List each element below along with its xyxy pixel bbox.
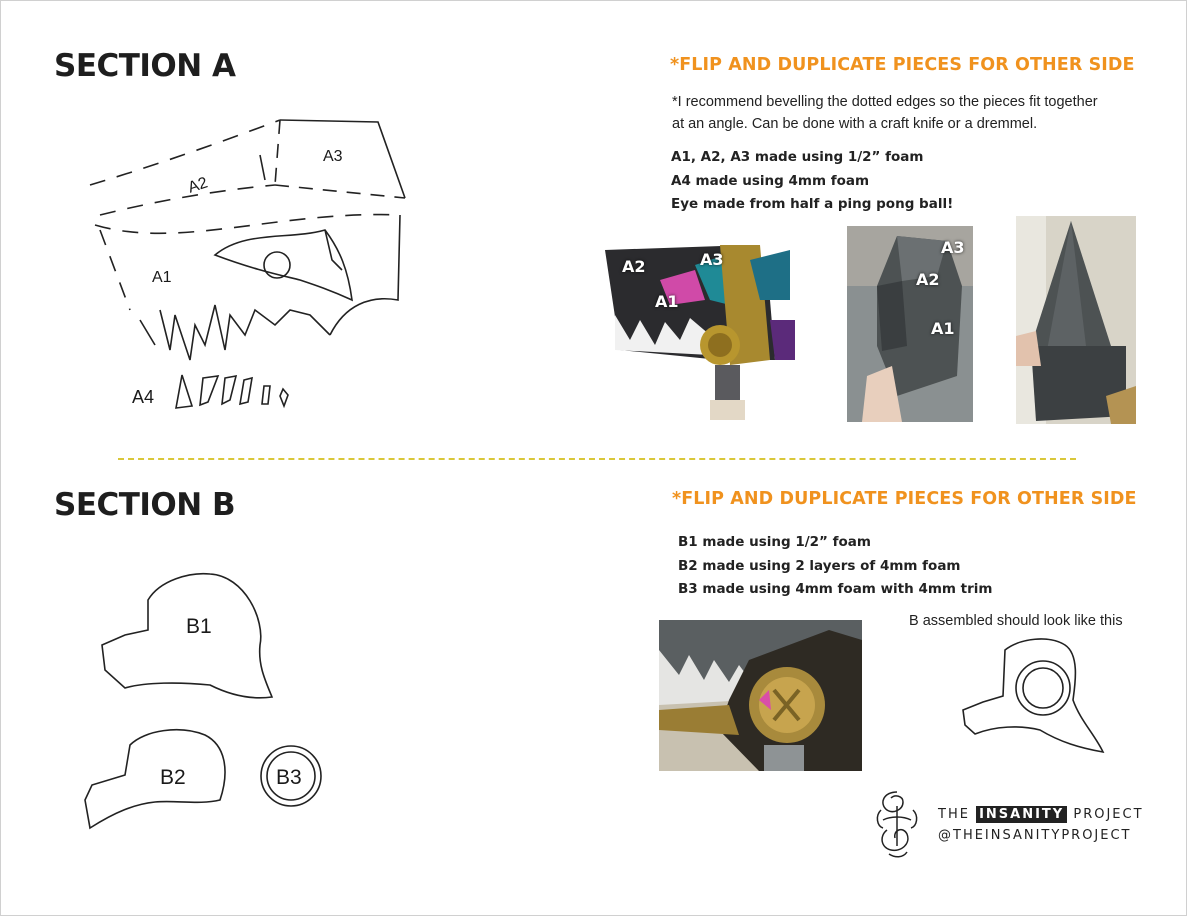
photo-head-front: A3 A2 A1 — [847, 226, 973, 422]
section-b-flip-note: *FLIP AND DUPLICATE PIECES FOR OTHER SID… — [672, 489, 1137, 509]
photo-label-a2-front: A2 — [916, 270, 940, 289]
logo-the: THE — [938, 807, 970, 822]
logo-insanity: INSANITY — [976, 806, 1068, 823]
b-assembled-outline — [962, 638, 1105, 754]
assembled-ring-outer — [1015, 660, 1071, 716]
a2-mid-seam — [99, 184, 276, 216]
section-divider — [118, 458, 1076, 460]
photo-b-assembled — [659, 620, 862, 771]
material-line: Eye made from half a ping pong ball! — [671, 196, 954, 212]
eye-circle — [263, 251, 291, 279]
a3-outline — [279, 119, 406, 199]
label-b3: B3 — [276, 766, 302, 789]
photo-label-a1-front: A1 — [931, 319, 955, 338]
label-a3: A3 — [323, 148, 343, 165]
b2-outline — [84, 729, 226, 830]
b1-outline — [101, 572, 274, 699]
photo-head-side: A2 A3 A1 — [600, 240, 795, 425]
photo-label-a1: A1 — [655, 292, 679, 311]
photo-label-a3-front: A3 — [941, 238, 965, 257]
a2-top-seam — [89, 119, 281, 186]
material-line: A1, A2, A3 made using 1/2” foam — [671, 149, 924, 165]
assembled-caption: B assembled should look like this — [909, 613, 1123, 629]
a1-teeth — [159, 304, 331, 361]
section-b-materials: B1 made using 1/2” foam B2 made using 2 … — [678, 531, 992, 602]
photo-label-a2: A2 — [622, 257, 646, 276]
bevel-note-line-1: *I recommend bevelling the dotted edges … — [672, 94, 1098, 110]
label-a2: A2 — [186, 174, 210, 196]
photo-head-top-image — [1016, 216, 1136, 424]
b3-inner — [266, 751, 316, 801]
label-a1: A1 — [152, 269, 172, 286]
photo-head-top — [1016, 216, 1136, 424]
material-line: B1 made using 1/2” foam — [678, 534, 871, 550]
insanity-project-logo-icon — [876, 791, 918, 858]
assembled-outline — [962, 638, 1105, 754]
section-a-title: SECTION A — [54, 48, 236, 84]
photo-b-assembled-image — [659, 620, 862, 771]
section-a-materials: A1, A2, A3 made using 1/2” foam A4 made … — [671, 146, 953, 217]
photo-label-a3: A3 — [700, 250, 724, 269]
bevel-note: *I recommend bevelling the dotted edges … — [672, 91, 1152, 135]
b3-outer — [260, 745, 322, 807]
label-b1: B1 — [186, 615, 212, 638]
a1-back-edge — [329, 214, 401, 336]
section-b-title: SECTION B — [54, 487, 236, 523]
logo-wordmark: THE INSANITY PROJECT — [938, 806, 1144, 823]
bevel-note-line-2: at an angle. Can be done with a craft kn… — [672, 116, 1038, 132]
material-line: B3 made using 4mm foam with 4mm trim — [678, 581, 993, 597]
a1-top-seam — [94, 213, 401, 235]
section-b-pattern: B1 B2 B3 — [84, 572, 322, 830]
label-a4: A4 — [132, 387, 154, 407]
a3-dashed-edge — [274, 119, 281, 186]
logo-project: PROJECT — [1073, 807, 1144, 822]
photo-head-side-image — [600, 240, 795, 425]
a3-a2-seam — [274, 184, 406, 199]
photo-head-front-image — [847, 226, 973, 422]
material-line: A4 made using 4mm foam — [671, 172, 870, 189]
material-line: B2 made using 2 layers of 4mm foam — [678, 557, 961, 574]
section-a-flip-note: *FLIP AND DUPLICATE PIECES FOR OTHER SID… — [670, 55, 1135, 75]
section-a-pattern: A3 A2 A1 A4 — [89, 119, 406, 409]
eye-socket — [213, 229, 353, 302]
label-b2: B2 — [160, 766, 186, 789]
logo-handle: @THEINSANITYPROJECT — [938, 828, 1132, 843]
assembled-ring-inner — [1022, 667, 1064, 709]
